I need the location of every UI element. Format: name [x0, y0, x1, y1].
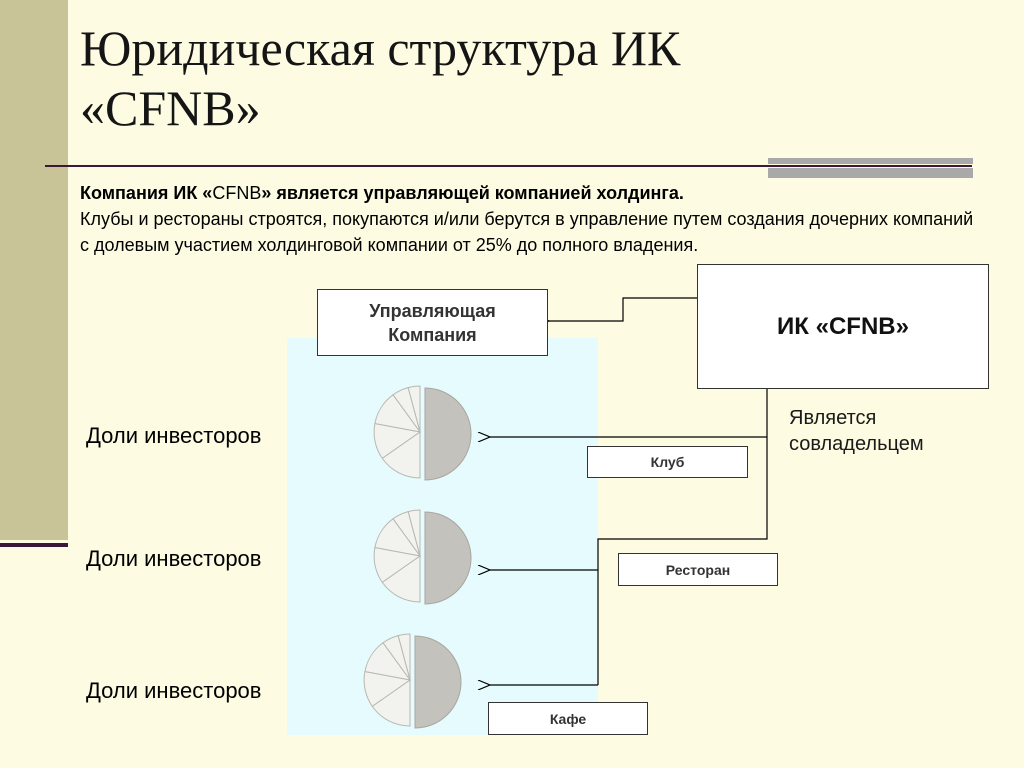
intro-bold-b: » является управляющей компанией холдинг…: [261, 183, 684, 203]
left-divider: [0, 543, 68, 547]
intro-bold-a: Компания ИК «: [80, 183, 213, 203]
page-title: Юридическая структура ИК «CFNB»: [80, 18, 980, 138]
title-line-2: «CFNB»: [80, 80, 261, 136]
pie-main-sector: [414, 635, 462, 729]
co-owner-line-2: совладельцем: [789, 433, 924, 455]
investors-label-club: Доли инвесторов: [86, 423, 262, 448]
left-accent-bar: [0, 0, 68, 540]
co-owner-line-1: Является: [789, 407, 877, 429]
investors-label-restaurant: Доли инвесторов: [86, 546, 262, 571]
investors-label-cafe: Доли инвесторов: [86, 678, 262, 703]
ownership-pie-cafe: [363, 633, 462, 729]
cafe-label: Кафе: [549, 710, 587, 727]
title-divider: [45, 165, 972, 167]
pie-main-sector: [424, 387, 472, 481]
restaurant-label: Ресторан: [665, 561, 731, 578]
holding-company-label: ИК «CFNB»: [777, 312, 909, 340]
title-line-1: Юридическая структура ИК: [80, 20, 681, 76]
holding-company-box: ИК «CFNB»: [697, 264, 989, 389]
pie-main-sector: [424, 511, 472, 605]
management-company-line-1: Управляющая: [369, 300, 496, 321]
ownership-pie-restaurant: [373, 509, 472, 605]
club-label: Клуб: [650, 454, 685, 470]
co-owner-label: Является совладельцем: [789, 405, 924, 457]
management-company-box: Управляющая Компания: [317, 289, 548, 356]
decor-stripe-bottom: [768, 168, 973, 178]
decor-stripe-top: [768, 158, 973, 164]
cafe-box: Кафе: [488, 702, 648, 735]
intro-heading: Компания ИК «CFNB» является управляющей …: [80, 180, 985, 206]
intro-text: Компания ИК «CFNB» является управляющей …: [80, 180, 985, 258]
restaurant-box: Ресторан: [618, 553, 778, 586]
holding-trunk-connector: [597, 389, 768, 685]
club-box: Клуб: [587, 446, 748, 478]
intro-body: Клубы и рестораны строятся, покупаются и…: [80, 209, 974, 255]
holding-to-management-connector: [549, 297, 697, 321]
intro-normal-a: CFNB: [212, 183, 262, 203]
ownership-pie-club: [373, 385, 472, 481]
management-company-line-2: Компания: [388, 324, 477, 345]
